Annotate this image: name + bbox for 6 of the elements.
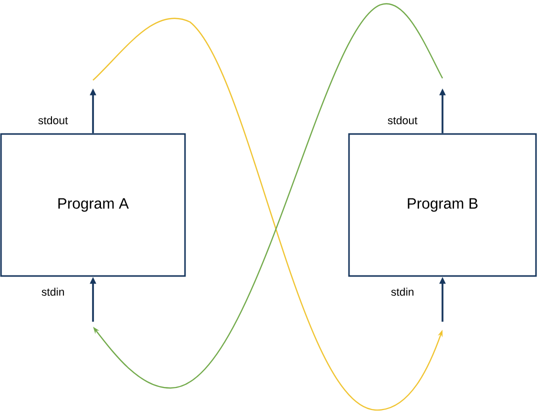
edge-label: stdin: [391, 288, 414, 296]
edge-label: stdout: [38, 116, 68, 124]
program-box: Program B: [348, 133, 537, 277]
program-box: Program A: [0, 133, 186, 277]
edge-label: stdout: [388, 116, 418, 124]
edge-label: stdin: [42, 288, 64, 296]
